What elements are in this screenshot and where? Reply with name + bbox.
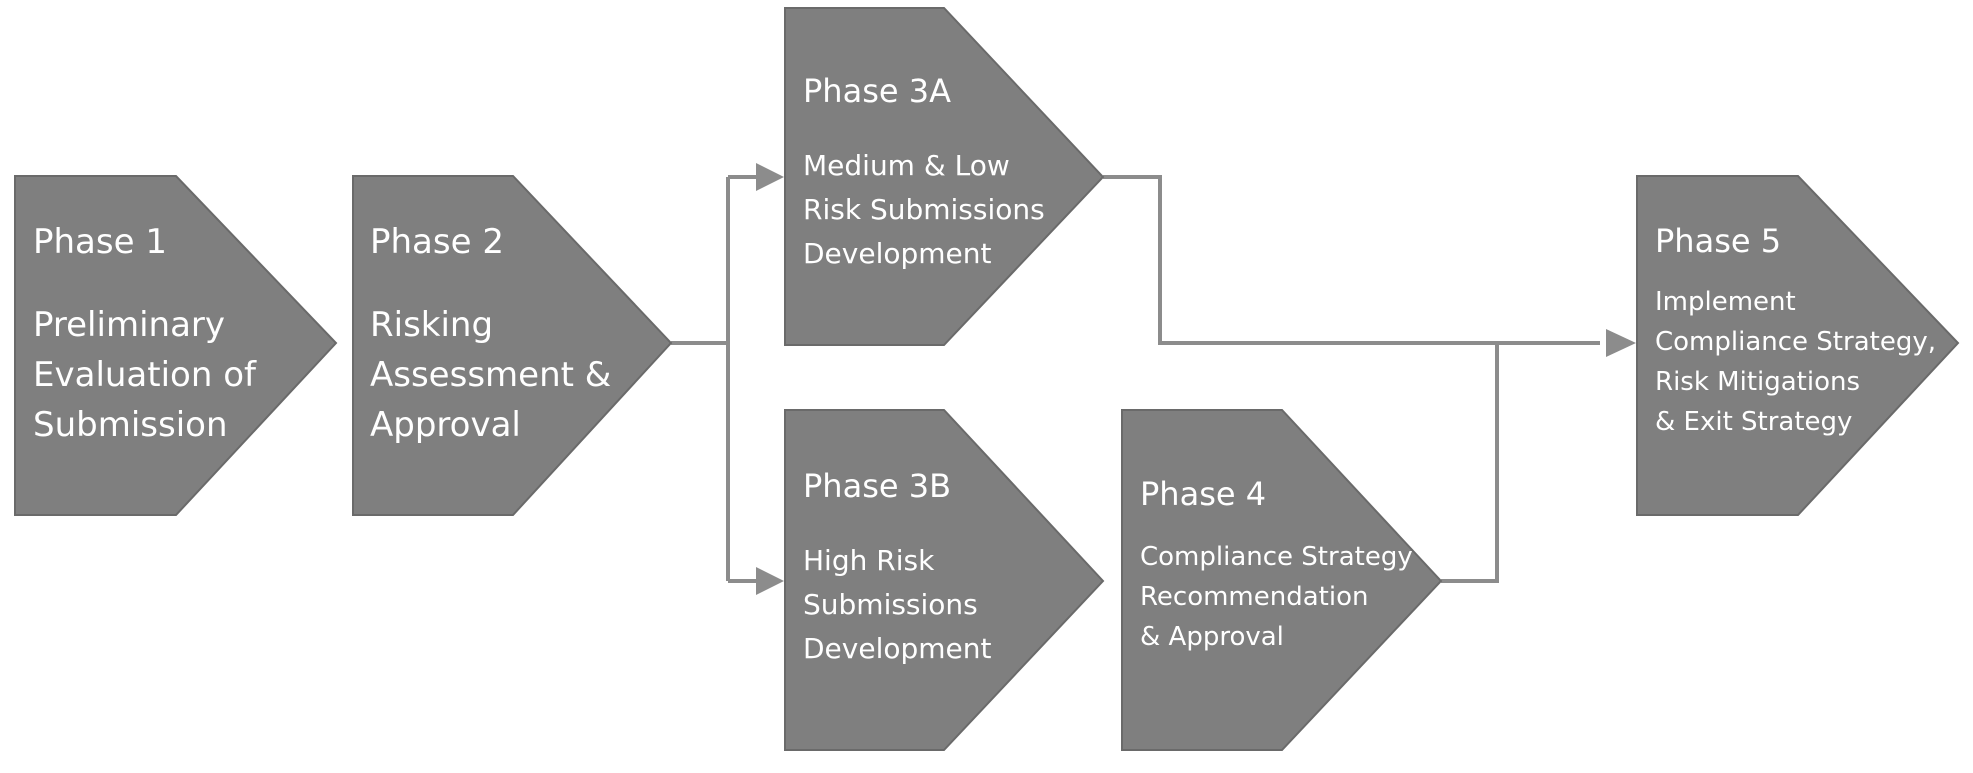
- phase4-line-3: & Approval: [1140, 622, 1284, 652]
- phase3a-box: Phase 3A Medium & Low Risk Submissions D…: [803, 72, 1045, 276]
- connector-phase4-to-merge: [1441, 343, 1499, 583]
- connector-phase3a-to-merge: [1103, 175, 1600, 345]
- phase3b-line-3: Development: [803, 632, 992, 665]
- phase2-title: Phase 2: [370, 222, 504, 262]
- phase4-line-2: Recommendation: [1140, 582, 1369, 612]
- phase3a-shape: [784, 7, 1105, 346]
- phase-shapes: [14, 7, 1960, 751]
- phase1-line-1: Preliminary: [33, 305, 225, 345]
- phase5-title: Phase 5: [1655, 222, 1782, 260]
- phase4-shape: [1121, 409, 1443, 751]
- phase3b-shape: [784, 409, 1105, 751]
- phase5-line-3: Risk Mitigations: [1655, 367, 1861, 397]
- phase4-title: Phase 4: [1140, 475, 1267, 513]
- phase5-line-2: Compliance Strategy,: [1655, 327, 1936, 357]
- arrowhead-phase3b: [756, 567, 784, 595]
- connectors: [671, 163, 1636, 595]
- phase2-box: Phase 2 Risking Assessment & Approval: [370, 222, 611, 450]
- phase1-title: Phase 1: [33, 222, 167, 262]
- phase5-shape: [1636, 175, 1960, 516]
- phase5-line-1: Implement: [1655, 287, 1796, 317]
- phase2-line-3: Approval: [370, 405, 521, 445]
- phase5-box: Phase 5 Implement Compliance Strategy, R…: [1655, 222, 1936, 442]
- phase1-shape: [14, 175, 338, 516]
- phase4-box: Phase 4 Compliance Strategy Recommendati…: [1140, 475, 1413, 657]
- phase1-line-2: Evaluation of: [33, 355, 256, 395]
- phase3a-line-2: Risk Submissions: [803, 193, 1045, 226]
- phase3a-title: Phase 3A: [803, 72, 951, 110]
- phase4-line-1: Compliance Strategy: [1140, 542, 1413, 572]
- phase3b-box: Phase 3B High Risk Submissions Developme…: [803, 467, 992, 671]
- phase1-line-3: Submission: [33, 405, 228, 445]
- phase3b-line-2: Submissions: [803, 588, 978, 621]
- phase1-box: Phase 1 Preliminary Evaluation of Submis…: [33, 222, 256, 450]
- phase2-line-1: Risking: [370, 305, 494, 345]
- phase3b-title: Phase 3B: [803, 467, 952, 505]
- phase2-shape: [352, 175, 673, 516]
- phase3b-line-1: High Risk: [803, 544, 935, 577]
- phase5-line-4: & Exit Strategy: [1655, 407, 1853, 437]
- phase2-line-2: Assessment &: [370, 355, 612, 395]
- arrowhead-phase5: [1606, 329, 1636, 357]
- phase3a-line-1: Medium & Low: [803, 149, 1010, 182]
- phase3a-line-3: Development: [803, 237, 992, 270]
- arrowhead-phase3a: [756, 163, 784, 191]
